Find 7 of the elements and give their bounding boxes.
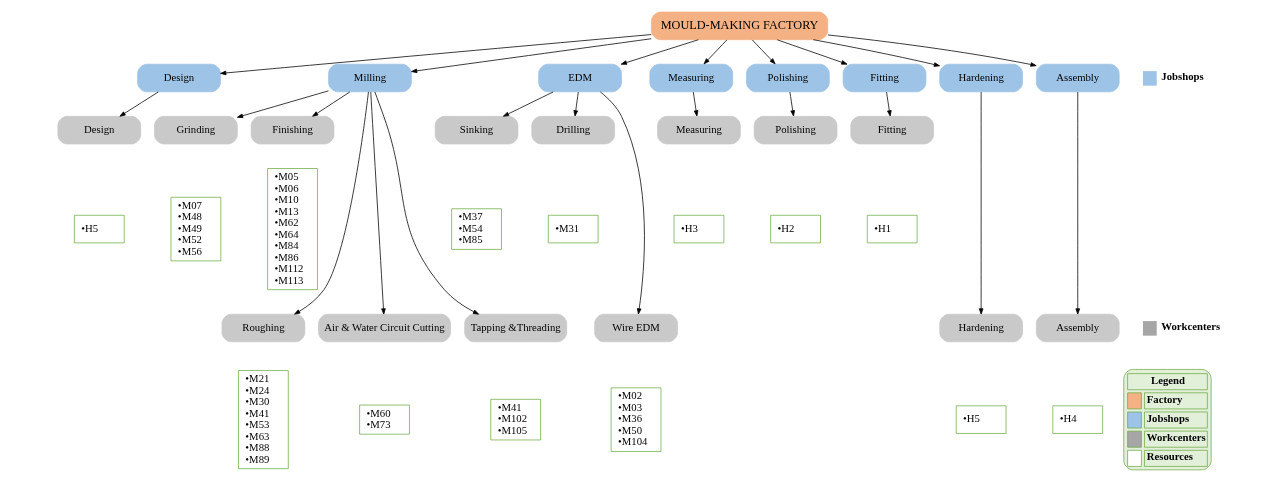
legend-label: Jobshops <box>1160 69 1204 82</box>
label: Legend <box>1150 373 1185 386</box>
legend-label: Workcenters <box>1146 430 1206 443</box>
legend-label: Factory <box>1146 392 1182 405</box>
legend-label: Resources <box>1146 449 1193 462</box>
legend-label: Workcenters <box>1160 319 1220 332</box>
legend-label: Jobshops <box>1146 411 1189 424</box>
